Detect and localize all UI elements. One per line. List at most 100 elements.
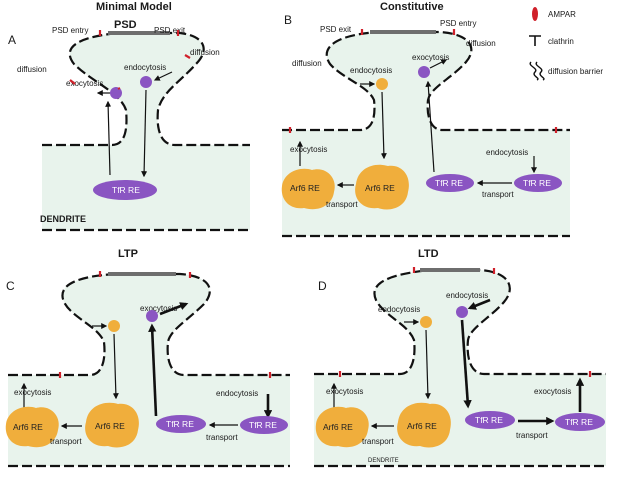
panel-b: B Constitutive PSD exit PSD entry diffus… <box>281 1 570 238</box>
panel-a-psd-entry-label: PSD entry <box>52 26 88 35</box>
panel-d-tfr-re-2 <box>555 413 605 431</box>
panel-c-title: LTP <box>118 248 138 260</box>
panel-c-tfr-re-1 <box>156 415 206 433</box>
panel-b-arrow-down <box>380 91 387 160</box>
panel-d-exocytosis-right-label: exocytosis <box>534 387 571 396</box>
panel-a-tfr-re-label: TfR RE <box>112 185 140 195</box>
panel-c-arf6-re-1 <box>5 406 59 448</box>
panel-b-ampar-marks <box>288 29 558 133</box>
panel-d-arf6-re-1 <box>315 406 369 448</box>
panel-c-tfr-re-2 <box>240 416 288 434</box>
panel-b-tfr-re-2-label: TfR RE <box>523 178 551 188</box>
panel-c-arrow-exo <box>159 302 189 316</box>
panel-c-exocytosis-shaft-label: exocytosis <box>14 388 51 397</box>
panel-a: A Minimal Model PSD PSD entry PSD exit d… <box>8 1 250 232</box>
panel-c-arrow-up <box>148 323 158 417</box>
panel-c-letter: C <box>6 279 15 293</box>
panel-c-endocytosis-vesicle <box>108 320 120 332</box>
panel-d-endocytosis-2-label: endocytosis <box>446 291 488 300</box>
panel-d-arrow-down-1 <box>424 329 431 400</box>
panel-c-arf6-re-2 <box>85 402 139 448</box>
panel-b-transport-2-label: transport <box>482 190 514 199</box>
panel-c-tfr-re-2-label: TfR RE <box>249 420 277 430</box>
panel-a-ampar-marks <box>69 30 191 85</box>
panel-b-endocytosis-shaft-label: endocytosis <box>486 148 528 157</box>
panel-b-exocytosis-vesicle <box>418 66 430 78</box>
panel-b-title: Constitutive <box>380 1 444 13</box>
panel-b-endocytosis-spine-label: endocytosis <box>350 66 392 75</box>
panel-d-dendrite-label: DENDRITE <box>368 458 399 464</box>
panel-d-ampar-marks <box>338 267 592 377</box>
panel-a-letter: A <box>8 33 16 47</box>
panel-a-membrane <box>42 31 250 147</box>
panel-b-letter: B <box>284 13 292 27</box>
panel-b-tfr-re-2 <box>514 174 562 192</box>
panel-c-cytoplasm <box>8 274 290 466</box>
panel-b-psd-exit-label: PSD exit <box>320 25 352 34</box>
panel-b-arf6-re-1-label: Arf6 RE <box>290 183 320 193</box>
panel-c: C LTP exocytosis exocytosis endocytosis … <box>5 248 290 468</box>
panel-b-arf6-re-1 <box>281 168 335 210</box>
panel-b-exocytosis-shaft-label: exocytosis <box>290 145 327 154</box>
panel-d-arrow-down-2 <box>460 319 472 409</box>
panel-b-tfr-re-1-label: TfR RE <box>435 178 463 188</box>
legend-clathrin-label: clathrin <box>548 37 574 46</box>
legend-ampar-icon <box>532 7 538 21</box>
panel-a-tfr-re <box>93 180 157 200</box>
panel-a-diffusion-right-label: diffusion <box>190 48 220 57</box>
panel-b-endocytosis-vesicle <box>376 78 388 90</box>
panel-b-diffusion-right-label: diffusion <box>466 39 496 48</box>
panel-c-arf6-re-1-label: Arf6 RE <box>13 422 43 432</box>
legend: AMPAR clathrin diffusion barrier <box>529 7 603 81</box>
panel-a-arrow-down <box>141 89 148 178</box>
panel-d-arf6-re-1-label: Arf6 RE <box>323 422 353 432</box>
panel-a-endocytosis-label: endocytosis <box>124 63 166 72</box>
panel-b-arrow-exo <box>429 59 448 69</box>
panel-c-transport-1-label: transport <box>50 437 82 446</box>
panel-b-diffusion-left-label: diffusion <box>292 59 322 68</box>
panel-d-exocytosis-shaft-label: exocytosis <box>326 387 363 396</box>
legend-ampar-label: AMPAR <box>548 10 576 19</box>
panel-c-exocytosis-vesicle <box>146 310 158 322</box>
panel-b-tfr-re-1 <box>426 174 474 192</box>
panel-d-transport-1-label: transport <box>362 437 394 446</box>
panel-d-arf6-re-2 <box>397 402 451 448</box>
panel-c-arrow-down <box>112 333 119 400</box>
panel-a-psd-label: PSD <box>114 19 137 31</box>
panel-a-dendrite-label: DENDRITE <box>40 214 86 224</box>
panel-a-diffusion-left-label: diffusion <box>17 65 47 74</box>
panel-d-letter: D <box>318 279 327 293</box>
panel-a-title: Minimal Model <box>96 1 172 13</box>
panel-d-title: LTD <box>418 248 439 260</box>
panel-d-cytoplasm <box>314 270 606 466</box>
panel-a-endocytosis-vesicle <box>140 76 152 88</box>
panel-d-tfr-re-1-label: TfR RE <box>475 415 503 425</box>
panel-a-arrow-endo <box>153 71 173 81</box>
legend-diffusion-barrier-label: diffusion barrier <box>548 67 603 76</box>
panel-b-arrow-up <box>425 80 435 173</box>
panel-d-arf6-re-2-label: Arf6 RE <box>407 421 437 431</box>
panel-d-tfr-re-2-label: TfR RE <box>565 417 593 427</box>
legend-clathrin-icon <box>529 35 541 46</box>
panel-b-exocytosis-spine-label: exocytosis <box>412 53 449 62</box>
panel-b-psd-entry-label: PSD entry <box>440 19 476 28</box>
panel-d-endocytosis-vesicle-2 <box>456 306 468 318</box>
panel-a-cytoplasm <box>42 33 250 230</box>
panel-b-transport-1-label: transport <box>326 200 358 209</box>
panel-c-endocytosis-shaft-label: endocytosis <box>216 389 258 398</box>
panel-d-transport-2-label: transport <box>516 431 548 440</box>
panel-a-arrow-up <box>105 100 112 176</box>
panel-b-arf6-re-2-label: Arf6 RE <box>365 183 395 193</box>
panel-d: D LTD endocytosis endocytosis exocytosis… <box>314 248 606 468</box>
panel-c-ampar-marks <box>58 271 272 378</box>
panel-b-arf6-re-2 <box>355 164 409 210</box>
panel-c-transport-2-label: transport <box>206 433 238 442</box>
panel-d-tfr-re-1 <box>465 411 515 429</box>
panel-d-endocytosis-vesicle-1 <box>420 316 432 328</box>
panel-c-exocytosis-spine-label: exocytosis <box>140 304 177 313</box>
panel-c-tfr-re-1-label: TfR RE <box>166 419 194 429</box>
panel-c-arf6-re-2-label: Arf6 RE <box>95 421 125 431</box>
panel-d-endocytosis-1-label: endocytosis <box>378 305 420 314</box>
panel-a-exocytosis-vesicle <box>110 87 122 99</box>
